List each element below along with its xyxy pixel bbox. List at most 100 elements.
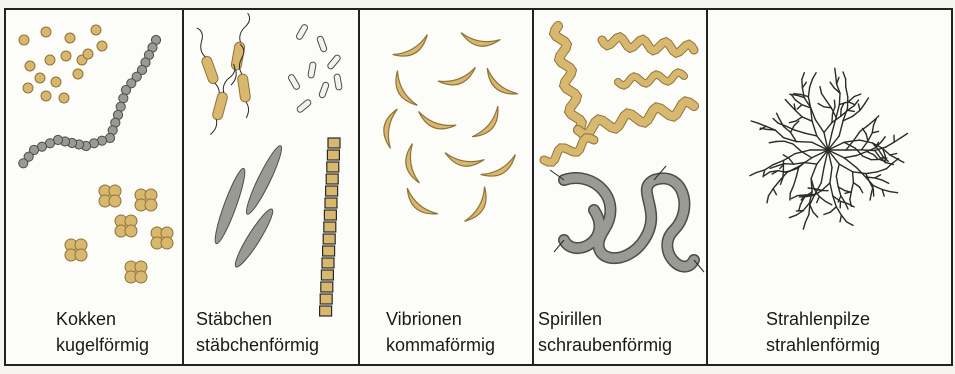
coccus bbox=[51, 77, 61, 87]
hypha bbox=[802, 73, 805, 80]
hypha bbox=[853, 183, 859, 187]
small-rod bbox=[296, 99, 312, 114]
spirillum bbox=[578, 102, 694, 135]
hypha bbox=[848, 97, 854, 102]
hypha bbox=[757, 170, 765, 173]
hypha bbox=[803, 203, 809, 211]
branching-mycelium bbox=[750, 68, 908, 229]
coccus bbox=[35, 73, 45, 83]
hypha bbox=[820, 87, 822, 94]
label-shape: kugelförmig bbox=[56, 332, 182, 358]
hypha bbox=[836, 105, 839, 118]
label-name: Strahlenpilze bbox=[766, 306, 951, 332]
panel-kokken: Kokken kugelförmig bbox=[4, 8, 184, 366]
chain-segment bbox=[328, 138, 340, 148]
hypha bbox=[844, 158, 856, 168]
panel-label-staebchen: Stäbchen stäbchenförmig bbox=[184, 306, 358, 358]
hypha bbox=[839, 93, 840, 104]
hypha bbox=[824, 212, 831, 214]
hypha bbox=[809, 205, 810, 215]
comma-cell bbox=[481, 68, 518, 101]
comma-cell bbox=[415, 111, 456, 134]
hypha bbox=[848, 110, 855, 111]
hypha bbox=[890, 155, 897, 159]
hypha bbox=[848, 102, 854, 105]
panel-spirillen: Spirillen schraubenförmig bbox=[532, 8, 708, 366]
comma-cell bbox=[472, 106, 505, 143]
hypha bbox=[830, 183, 833, 196]
hypha bbox=[802, 82, 806, 88]
hypha bbox=[790, 94, 797, 95]
hypha bbox=[822, 94, 827, 101]
rod-cell bbox=[190, 27, 225, 100]
hypha bbox=[839, 164, 852, 172]
hypha bbox=[758, 123, 766, 126]
hypha bbox=[764, 172, 770, 176]
label-name: Stäbchen bbox=[196, 306, 358, 332]
hypha bbox=[873, 186, 882, 190]
hypha bbox=[799, 158, 812, 167]
hypha bbox=[883, 180, 889, 183]
hypha bbox=[826, 202, 832, 205]
hypha bbox=[797, 105, 802, 109]
hypha bbox=[881, 137, 885, 143]
flagellated-rods bbox=[190, 12, 253, 136]
coccus bbox=[45, 55, 55, 65]
hypha bbox=[847, 222, 853, 226]
hypha bbox=[789, 215, 796, 218]
tetrad-coccus bbox=[109, 195, 121, 207]
chain-coccus bbox=[116, 102, 125, 111]
small-rod bbox=[327, 54, 342, 70]
hypha bbox=[808, 87, 809, 97]
panel-label-kokken: Kokken kugelförmig bbox=[6, 306, 182, 358]
coccus bbox=[83, 49, 93, 59]
hypha bbox=[784, 141, 793, 144]
hypha bbox=[773, 189, 776, 195]
chain-segment bbox=[323, 234, 335, 244]
hypha bbox=[821, 168, 824, 183]
coccus bbox=[91, 25, 101, 35]
hypha bbox=[824, 107, 832, 108]
hypha bbox=[805, 133, 817, 136]
hypha bbox=[845, 191, 851, 193]
hypha bbox=[835, 68, 836, 75]
hypha bbox=[822, 183, 830, 190]
hypha bbox=[866, 134, 868, 141]
coccus bbox=[41, 27, 51, 37]
coccus bbox=[23, 83, 33, 93]
hypha bbox=[773, 181, 779, 189]
panel-staebchen: Stäbchen stäbchenförmig bbox=[182, 8, 360, 366]
hypha bbox=[805, 215, 809, 223]
hypha bbox=[863, 156, 872, 160]
coccus bbox=[65, 33, 75, 43]
panel-label-vibrionen: Vibrionen kommaförmig bbox=[360, 306, 532, 358]
hypha bbox=[830, 168, 832, 183]
tetrad-coccus bbox=[145, 199, 157, 211]
hypha bbox=[901, 134, 907, 138]
ochre-spirals bbox=[544, 26, 694, 162]
hypha bbox=[894, 138, 901, 143]
hypha bbox=[851, 183, 853, 192]
hypha bbox=[846, 87, 848, 97]
spirillum bbox=[544, 138, 594, 162]
spindle-rod bbox=[231, 206, 277, 270]
chain-segment bbox=[320, 294, 332, 304]
panel-strahlenpilze: Strahlenpilze strahlenförmig bbox=[706, 8, 953, 366]
hypha bbox=[751, 121, 758, 123]
comma-cells bbox=[381, 33, 521, 227]
hypha bbox=[813, 212, 818, 217]
coccus bbox=[19, 35, 29, 45]
comma-cell bbox=[465, 187, 494, 227]
coccus bbox=[25, 61, 35, 71]
chain-coccus bbox=[119, 94, 128, 103]
hypha bbox=[834, 100, 835, 107]
hypha bbox=[803, 222, 805, 229]
tetrad-coccus bbox=[135, 271, 147, 283]
hypha bbox=[767, 129, 775, 130]
hypha bbox=[853, 172, 854, 183]
comma-cell bbox=[438, 67, 479, 90]
chain-segment bbox=[321, 270, 333, 280]
hypha bbox=[795, 100, 802, 105]
hypha bbox=[824, 123, 832, 133]
